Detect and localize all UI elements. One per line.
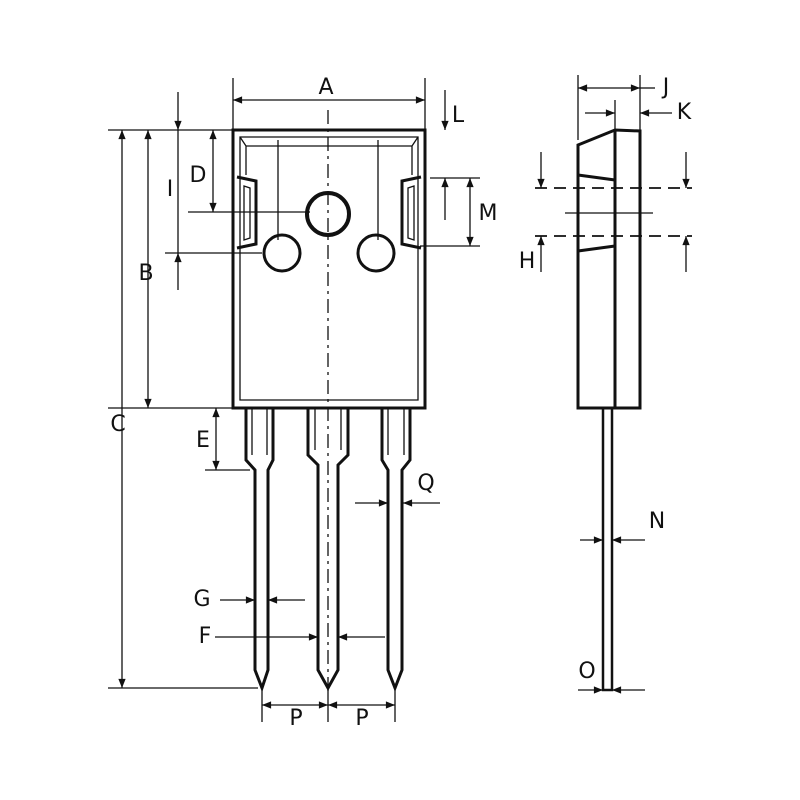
lead-middle (306, 408, 350, 692)
label-e: E (196, 428, 210, 453)
label-q: Q (417, 471, 434, 496)
lead-middle-detail (314, 408, 342, 450)
label-f: F (199, 624, 212, 649)
side-band-bottom (577, 244, 616, 253)
side-band-top (577, 173, 616, 182)
label-p-right: P (355, 706, 368, 731)
package-body (231, 128, 427, 410)
label-j: J (661, 75, 670, 100)
lead-left (244, 408, 275, 693)
dimension-labels: A B C D E F G H I J K L M N O P P Q (110, 75, 691, 731)
lead-right-detail (387, 408, 405, 455)
label-i: I (167, 177, 174, 202)
label-a: A (318, 75, 333, 100)
right-slot (400, 175, 422, 250)
label-o: O (578, 659, 595, 684)
body-bevel (239, 136, 419, 401)
lead-right (380, 408, 412, 693)
label-c: C (110, 412, 125, 437)
side-lead (601, 406, 614, 692)
label-m: M (479, 201, 498, 226)
label-n: N (649, 509, 665, 534)
right-pin-hole (356, 233, 396, 273)
front-view (231, 110, 427, 693)
label-h: H (519, 249, 536, 274)
side-view (535, 128, 692, 692)
label-b: B (138, 261, 153, 286)
side-dimensions (537, 75, 690, 694)
label-g: G (193, 587, 210, 612)
dimension-lines (118, 90, 474, 709)
label-l: L (452, 103, 465, 128)
label-d: D (190, 163, 207, 188)
left-slot-inner (243, 185, 251, 241)
side-body (576, 128, 642, 410)
label-k: K (677, 100, 692, 125)
lead-left-detail (251, 408, 268, 455)
right-slot-inner (407, 185, 415, 241)
left-pin-hole (262, 233, 302, 273)
label-p-left: P (289, 706, 302, 731)
